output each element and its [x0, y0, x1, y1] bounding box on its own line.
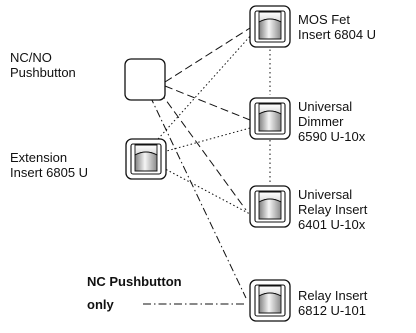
relay-insert-device — [249, 185, 291, 228]
extension-dotted-lines — [149, 33, 253, 215]
pushbutton-dashed-lines — [159, 27, 251, 211]
relay-label-line-1: Universal — [298, 187, 353, 202]
pushbutton-dashdot-line — [149, 95, 247, 299]
dimmer-insert-device — [249, 97, 291, 140]
relay-6812-insert-label: Relay Insert 6812 U-101 — [298, 288, 367, 318]
extension-insert-device — [125, 138, 167, 180]
note-line-1: NC Pushbutton — [87, 274, 182, 289]
dimmer-label-line-3: 6590 U-10x — [298, 129, 366, 144]
pushbutton-to-dimmer-line — [164, 85, 251, 121]
extension-label: Extension Insert 6805 U — [10, 150, 88, 180]
dimmer-insert-label: Universal Dimmer 6590 U-10x — [298, 99, 365, 144]
pushbutton-to-mosfet-line — [164, 27, 251, 83]
relay-6812-label-line-1: Relay Insert — [298, 288, 368, 303]
dimmer-label-line-1: Universal — [298, 99, 353, 114]
pushbutton-label-line-1: NC/NO — [10, 50, 52, 65]
extension-to-relay-line — [151, 161, 251, 215]
relay-6812-label-line-2: 6812 U-101 — [298, 303, 366, 318]
mosfet-insert-device — [249, 5, 291, 48]
extension-label-line-1: Extension — [10, 150, 68, 165]
mosfet-insert-label: MOS Fet Insert 6804 U — [298, 12, 376, 42]
mosfet-label-line-2: Insert 6804 U — [298, 27, 377, 42]
pushbutton-label-line-2: Pushbutton — [10, 65, 76, 80]
extension-to-dimmer-line — [151, 127, 251, 156]
nc-pushbutton-note: NC Pushbutton only — [87, 274, 182, 312]
note-line-2: only — [87, 297, 114, 312]
relay-insert-label: Universal Relay Insert 6401 U-10x — [298, 187, 367, 232]
pushbutton-label: NC/NO Pushbutton — [10, 50, 76, 80]
mosfet-label-line-1: MOS Fet — [298, 12, 351, 27]
dimmer-label-line-2: Dimmer — [298, 114, 344, 129]
extension-to-mosfet-line — [149, 33, 253, 149]
relay-label-line-2: Relay Insert — [298, 202, 368, 217]
relay-label-line-3: 6401 U-10x — [298, 217, 366, 232]
pushbutton-device — [124, 58, 166, 101]
pushbutton-to-relay-6812-line — [149, 95, 247, 299]
extension-label-line-2: Insert 6805 U — [10, 165, 89, 180]
pushbutton-to-relay-line — [159, 91, 247, 211]
relay-6812-insert-device — [249, 279, 291, 322]
